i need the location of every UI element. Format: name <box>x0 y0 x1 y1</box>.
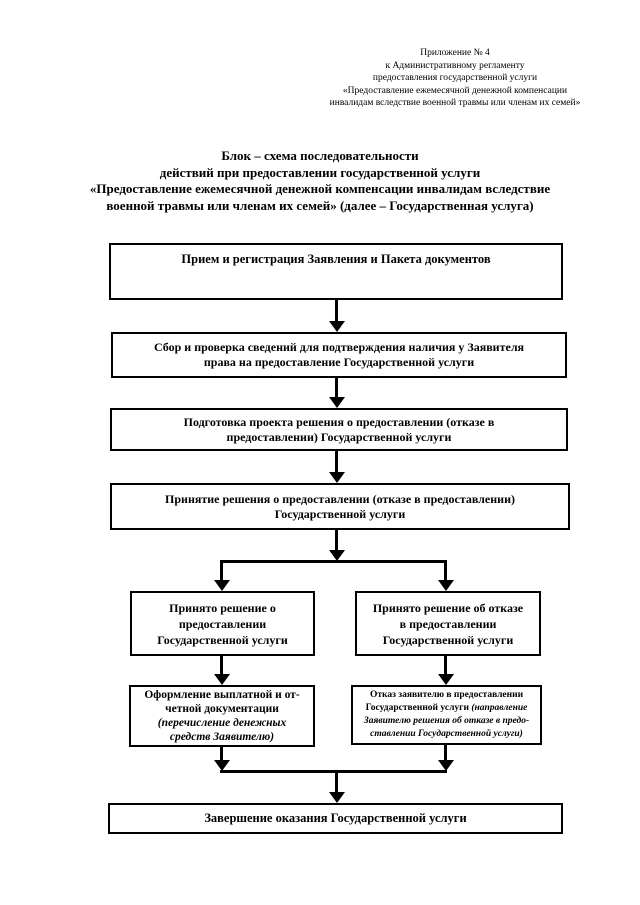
flow-box-refusal-main: Отказ заявителю в предоставлении Государ… <box>365 690 524 713</box>
connector-line <box>220 770 447 773</box>
connector-line <box>335 378 338 398</box>
flow-box-completion: Завершение оказания Государственной услу… <box>108 803 563 834</box>
connector-line <box>335 773 338 793</box>
arrowhead-down-icon <box>329 321 345 332</box>
flow-box-refusal-note: (направление Заявителю решения об отказе… <box>363 703 530 739</box>
connector-line <box>444 560 447 580</box>
connector-line <box>220 656 223 675</box>
connector-line <box>444 745 447 761</box>
connector-line <box>335 451 338 473</box>
arrowhead-down-icon <box>329 472 345 483</box>
arrowhead-down-icon <box>214 580 230 591</box>
connector-line <box>444 656 447 675</box>
flow-box-decision: Принятие решения о предоставлении (отказ… <box>110 483 570 530</box>
flow-box-verification: Сбор и проверка сведений для подтвержден… <box>111 332 567 378</box>
flow-box-refused: Принято решение об отказе в предоставлен… <box>355 591 541 656</box>
arrowhead-down-icon <box>438 760 454 771</box>
flow-box-reception-label: Прием и регистрация Заявления и Пакета д… <box>181 252 491 266</box>
arrowhead-down-icon <box>329 550 345 561</box>
flow-box-completion-label: Завершение оказания Государственной услу… <box>204 811 467 825</box>
flow-box-refused-label: Принято решение об отказе в предоставлен… <box>372 600 524 647</box>
connector-line <box>220 560 447 563</box>
arrowhead-down-icon <box>329 792 345 803</box>
connector-line <box>335 530 338 550</box>
arrowhead-down-icon <box>438 674 454 685</box>
flow-box-approved-label: Принято решение о предоставлении Государ… <box>157 600 288 647</box>
flow-box-payout: Оформление выплатной и от- четной докуме… <box>129 685 315 747</box>
connector-line <box>335 300 338 321</box>
arrowhead-down-icon <box>214 674 230 685</box>
appendix-note: Приложение № 4 к Административному регла… <box>329 48 581 108</box>
arrowhead-down-icon <box>438 580 454 591</box>
flow-box-draft-decision: Подготовка проекта решения о предоставле… <box>110 408 568 451</box>
flow-box-decision-label: Принятие решения о предоставлении (отказ… <box>165 491 515 521</box>
connector-line <box>220 747 223 761</box>
flow-box-reception: Прием и регистрация Заявления и Пакета д… <box>109 243 563 300</box>
flow-box-draft-decision-label: Подготовка проекта решения о предоставле… <box>183 414 495 444</box>
flow-box-approved: Принято решение о предоставлении Государ… <box>130 591 315 656</box>
arrowhead-down-icon <box>329 397 345 408</box>
flow-box-refusal: Отказ заявителю в предоставлении Государ… <box>351 685 542 745</box>
diagram-title: Блок – схема последовательности действий… <box>89 148 551 213</box>
flow-box-verification-label: Сбор и проверка сведений для подтвержден… <box>153 340 525 369</box>
flow-box-payout-note: (перечисление денежных средств Заявителю… <box>157 717 287 743</box>
flow-box-payout-label: Оформление выплатной и от- четной докуме… <box>144 689 300 715</box>
arrowhead-down-icon <box>214 760 230 771</box>
flow-box-refusal-label: Отказ заявителю в предоставлении Государ… <box>364 689 529 741</box>
connector-line <box>220 560 223 580</box>
